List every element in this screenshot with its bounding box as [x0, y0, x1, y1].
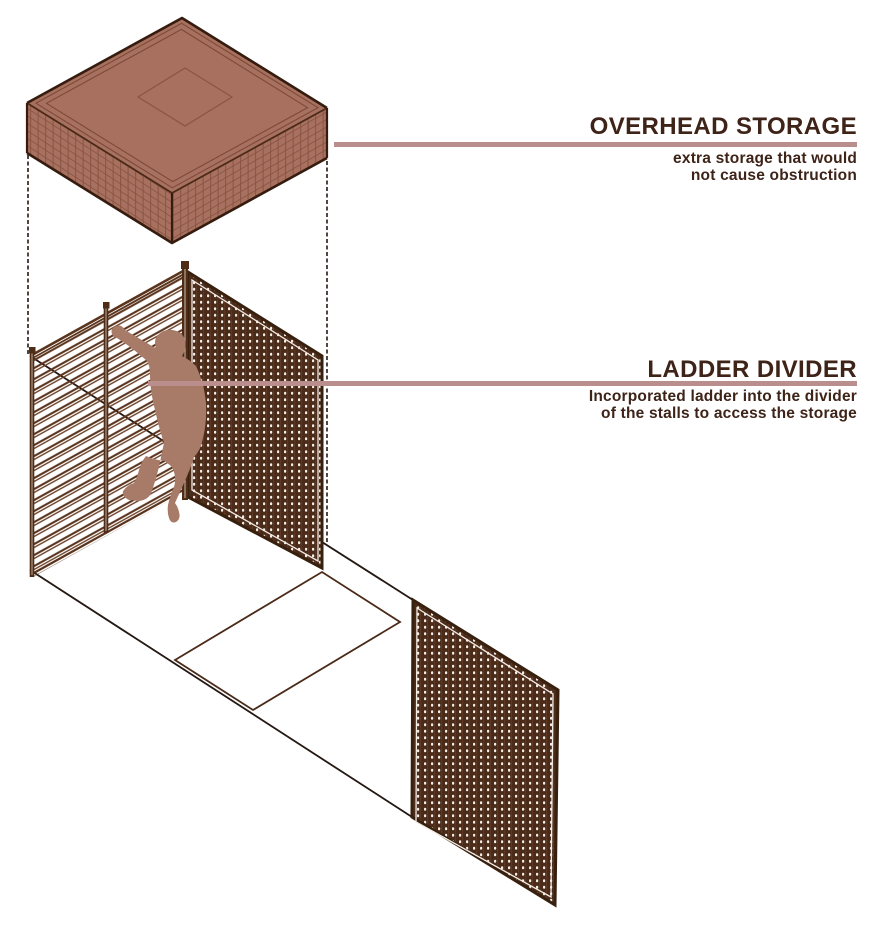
climbing-figure — [111, 325, 207, 523]
annotation-desc-ladder-divider: Incorporated ladder into the divider of … — [588, 388, 857, 422]
crate-inner-rim-2 — [45, 28, 309, 183]
far-panel-face — [410, 597, 560, 908]
leader-line-overhead-storage — [334, 142, 857, 147]
far-mesh-panel — [410, 597, 560, 908]
floor-edge-line — [29, 569, 413, 818]
mid-post-cap — [103, 302, 110, 309]
annotation-title-ladder-divider: LADDER DIVIDER — [647, 356, 857, 383]
crate-corner-edges — [25, 103, 329, 243]
annotation-title-overhead-storage: OVERHEAD STORAGE — [589, 113, 857, 140]
leader-line-ladder-divider — [148, 381, 857, 386]
annotation-desc-overhead-storage: extra storage that would not cause obstr… — [673, 150, 857, 184]
annotation-desc-line: of the stalls to access the storage — [601, 404, 857, 422]
ladder-post-highlights — [31, 308, 107, 575]
stall-floor-tile — [173, 570, 402, 712]
annotation-desc-line: extra storage that would — [673, 150, 857, 167]
crate-right-wall — [172, 108, 327, 243]
projection-lines — [27, 155, 328, 545]
ladder-bottom-rail — [31, 488, 186, 575]
crate-left-wall — [27, 103, 172, 243]
mesh-panel-face — [186, 269, 324, 571]
annotation-desc-line: Incorporated ladder into the divider — [588, 388, 857, 405]
ladder-top-rail — [31, 268, 186, 357]
crate-top-edges — [26, 16, 328, 110]
overhead-storage-box — [25, 16, 329, 245]
left-post-cap — [29, 347, 36, 354]
ladder-top-rail-2 — [31, 275, 186, 362]
corner-post-cap — [181, 261, 189, 269]
far-panel-inner-frame — [415, 606, 554, 899]
figure-silhouette — [111, 325, 207, 523]
crate-inner-floor — [136, 67, 234, 127]
annotation-desc-line: not cause obstruction — [690, 166, 857, 184]
crate-inner-rim-1 — [34, 22, 320, 189]
